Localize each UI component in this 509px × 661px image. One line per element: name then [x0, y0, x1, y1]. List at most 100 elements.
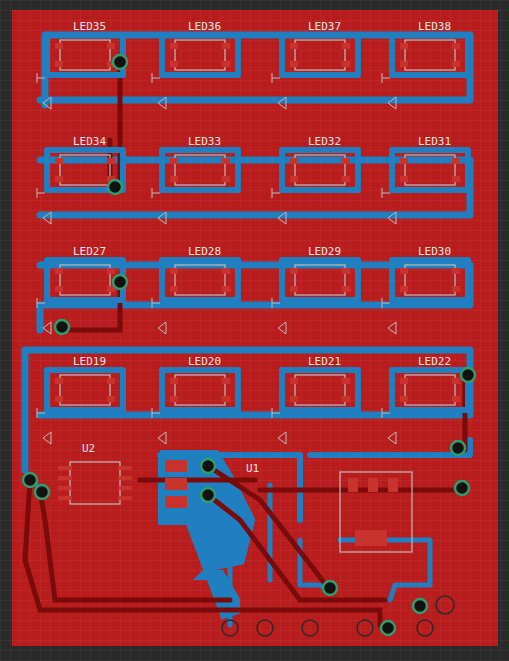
cap-symbol: [278, 97, 286, 109]
pcb-stroke: [405, 375, 455, 405]
board-grid: [12, 10, 498, 646]
via: [451, 441, 465, 455]
pcb-stroke: [55, 396, 63, 402]
pcb-stroke: [152, 188, 160, 198]
pcb-stroke: [175, 40, 225, 70]
pcb-stroke: [170, 286, 178, 292]
pcb-stroke: [222, 43, 230, 49]
pcb-stroke: [60, 375, 110, 405]
pcb-stroke: [60, 265, 110, 295]
designator-label: LED35: [73, 21, 106, 33]
pcb-stroke: [382, 73, 390, 83]
led-footprint: [272, 260, 358, 334]
designator-label: U2: [82, 443, 95, 455]
parts: [37, 35, 468, 444]
pcb-stroke: [452, 396, 460, 402]
pcb-stroke: [452, 286, 460, 292]
vias: [23, 55, 475, 635]
via: [55, 320, 69, 334]
pcb-stroke: [290, 176, 298, 182]
designator-label: LED30: [418, 246, 451, 258]
designator-label: LED38: [418, 21, 451, 33]
pcb-stroke: [222, 176, 230, 182]
pcb-stroke: [400, 268, 408, 274]
designator-label: LED31: [418, 136, 451, 148]
pcb-stroke: [170, 43, 178, 49]
pcb-stroke: [342, 176, 350, 182]
led-footprint: [152, 35, 238, 109]
designator-label: U1: [246, 463, 259, 475]
pcb-stroke: [290, 268, 298, 274]
designator-label: LED37: [308, 21, 341, 33]
pcb-stroke: [452, 158, 460, 164]
cap-symbol: [158, 212, 166, 224]
cap-symbol: [43, 432, 51, 444]
designator-label: LED28: [188, 246, 221, 258]
pcb-stroke: [170, 61, 178, 67]
cap-symbol: [158, 432, 166, 444]
cap-symbol: [158, 322, 166, 334]
pcb-stroke: [400, 378, 408, 384]
designator-label: LED29: [308, 246, 341, 258]
pcb-stroke: [152, 298, 160, 308]
pcb-stroke: [282, 260, 358, 300]
pcb-stroke: [405, 265, 455, 295]
pcb-stroke: [55, 378, 63, 384]
designator-label: LED27: [73, 246, 106, 258]
via: [413, 599, 427, 613]
pcb-stroke: [60, 40, 110, 70]
via: [201, 459, 215, 473]
pcb-stroke: [400, 158, 408, 164]
pcb-stroke: [107, 378, 115, 384]
pcb-stroke: [170, 268, 178, 274]
cap-symbol: [158, 97, 166, 109]
designator-label: LED20: [188, 356, 221, 368]
ground-pour: [158, 455, 218, 525]
pcb-stroke: [290, 158, 298, 164]
pcb-stroke: [55, 43, 63, 49]
pcb-stroke: [162, 370, 238, 410]
cap-symbol: [388, 322, 396, 334]
pcb-stroke: [342, 396, 350, 402]
led-footprint: [152, 260, 238, 334]
led-footprint: [272, 370, 358, 444]
via: [461, 368, 475, 382]
led-footprint: [152, 370, 238, 444]
cap-symbol: [388, 97, 396, 109]
header-pads: [222, 596, 454, 636]
cap-symbol: [43, 322, 51, 334]
pcb-stroke: [405, 40, 455, 70]
pcb-stroke: [162, 150, 238, 190]
pcb-stroke: [222, 286, 230, 292]
pcb-stroke: [290, 61, 298, 67]
led-footprint: [37, 260, 123, 334]
led-footprint: [382, 35, 468, 109]
pcb-stroke: [295, 265, 345, 295]
pcb-stroke: [175, 265, 225, 295]
pcb-stroke: [452, 61, 460, 67]
pcb-stroke: [282, 370, 358, 410]
pcb-stroke: [295, 155, 345, 185]
pcb-stroke: [342, 61, 350, 67]
led-footprint: [382, 260, 468, 334]
pcb-stroke: [37, 188, 45, 198]
led-footprint: [272, 150, 358, 224]
pcb-stroke: [152, 73, 160, 83]
pcb-stroke: [382, 408, 390, 418]
pcb-stroke: [342, 158, 350, 164]
pcb-stroke: [55, 268, 63, 274]
pcb-stroke: [452, 268, 460, 274]
designator-label: LED22: [418, 356, 451, 368]
cap-symbol: [278, 212, 286, 224]
via: [113, 55, 127, 69]
pcb-stroke: [342, 268, 350, 274]
pcb-stroke: [222, 61, 230, 67]
via: [35, 485, 49, 499]
pcb-stroke: [47, 370, 123, 410]
pcb-stroke: [452, 176, 460, 182]
cap-symbol: [388, 212, 396, 224]
cap-symbol: [278, 432, 286, 444]
pcb-stroke: [272, 73, 280, 83]
pcb-stroke: [392, 260, 468, 300]
